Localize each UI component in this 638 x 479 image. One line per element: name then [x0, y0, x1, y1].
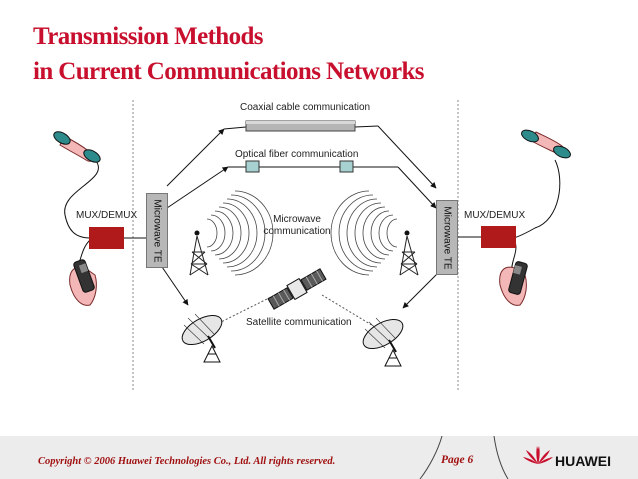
satellite-beam-left — [214, 294, 276, 326]
mux-demux-left-label: MUX/DEMUX — [76, 210, 138, 221]
satellite-dish-left-icon — [181, 313, 223, 363]
slide-title-line2: in Current Communications Networks — [33, 58, 425, 85]
satellite-dish-right-icon — [362, 317, 404, 367]
satellite-icon — [267, 268, 327, 310]
optical-fiber-path — [166, 166, 437, 209]
microwave-tower-right-icon — [399, 230, 419, 276]
copyright-text: Copyright © 2006 Huawei Technologies Co.… — [38, 456, 336, 467]
satellite-beam-right — [321, 294, 381, 331]
telephone-handset-right-icon — [521, 129, 571, 159]
slide-title-line1: Transmission Methods — [33, 23, 264, 50]
microwave-te-left-box: Microwave TE — [146, 193, 168, 268]
satellite-label: Satellite communication — [246, 317, 352, 328]
microwave-waves-right — [330, 190, 398, 276]
mux-demux-right-label: MUX/DEMUX — [464, 210, 526, 221]
microwave-te-left-label: Microwave TE — [151, 198, 163, 263]
page-number: Page 6 — [441, 454, 474, 466]
satellite-uplink-left — [159, 263, 189, 306]
microwave-te-right-box: Microwave TE — [436, 200, 458, 275]
phone-cord-left-top — [64, 160, 99, 239]
huawei-logo-icon — [523, 446, 553, 464]
telephone-handset-left-icon — [53, 131, 101, 163]
phone-cord-right-top — [513, 159, 561, 239]
coaxial-cable-icon — [245, 120, 356, 132]
mux-demux-left-box — [89, 227, 124, 249]
mobile-phone-left-icon — [69, 259, 97, 306]
microwave-waves-left — [206, 190, 274, 276]
microwave-label: Microwave communication — [263, 214, 331, 237]
footer-divider — [419, 436, 509, 479]
optical-connector-icon — [245, 160, 260, 173]
mobile-phone-right-icon — [499, 261, 528, 306]
microwave-te-right-label: Microwave TE — [441, 205, 453, 270]
mux-demux-right-box — [481, 226, 516, 248]
coaxial-label: Coaxial cable communication — [240, 102, 371, 113]
footer-bar: Copyright © 2006 Huawei Technologies Co.… — [0, 436, 638, 479]
optical-fiber-label: Optical fiber communication — [235, 149, 359, 160]
optical-connector-icon — [339, 160, 354, 173]
coaxial-path — [166, 125, 437, 189]
brand-name: HUAWEI — [555, 453, 611, 469]
microwave-tower-left-icon — [189, 230, 209, 276]
